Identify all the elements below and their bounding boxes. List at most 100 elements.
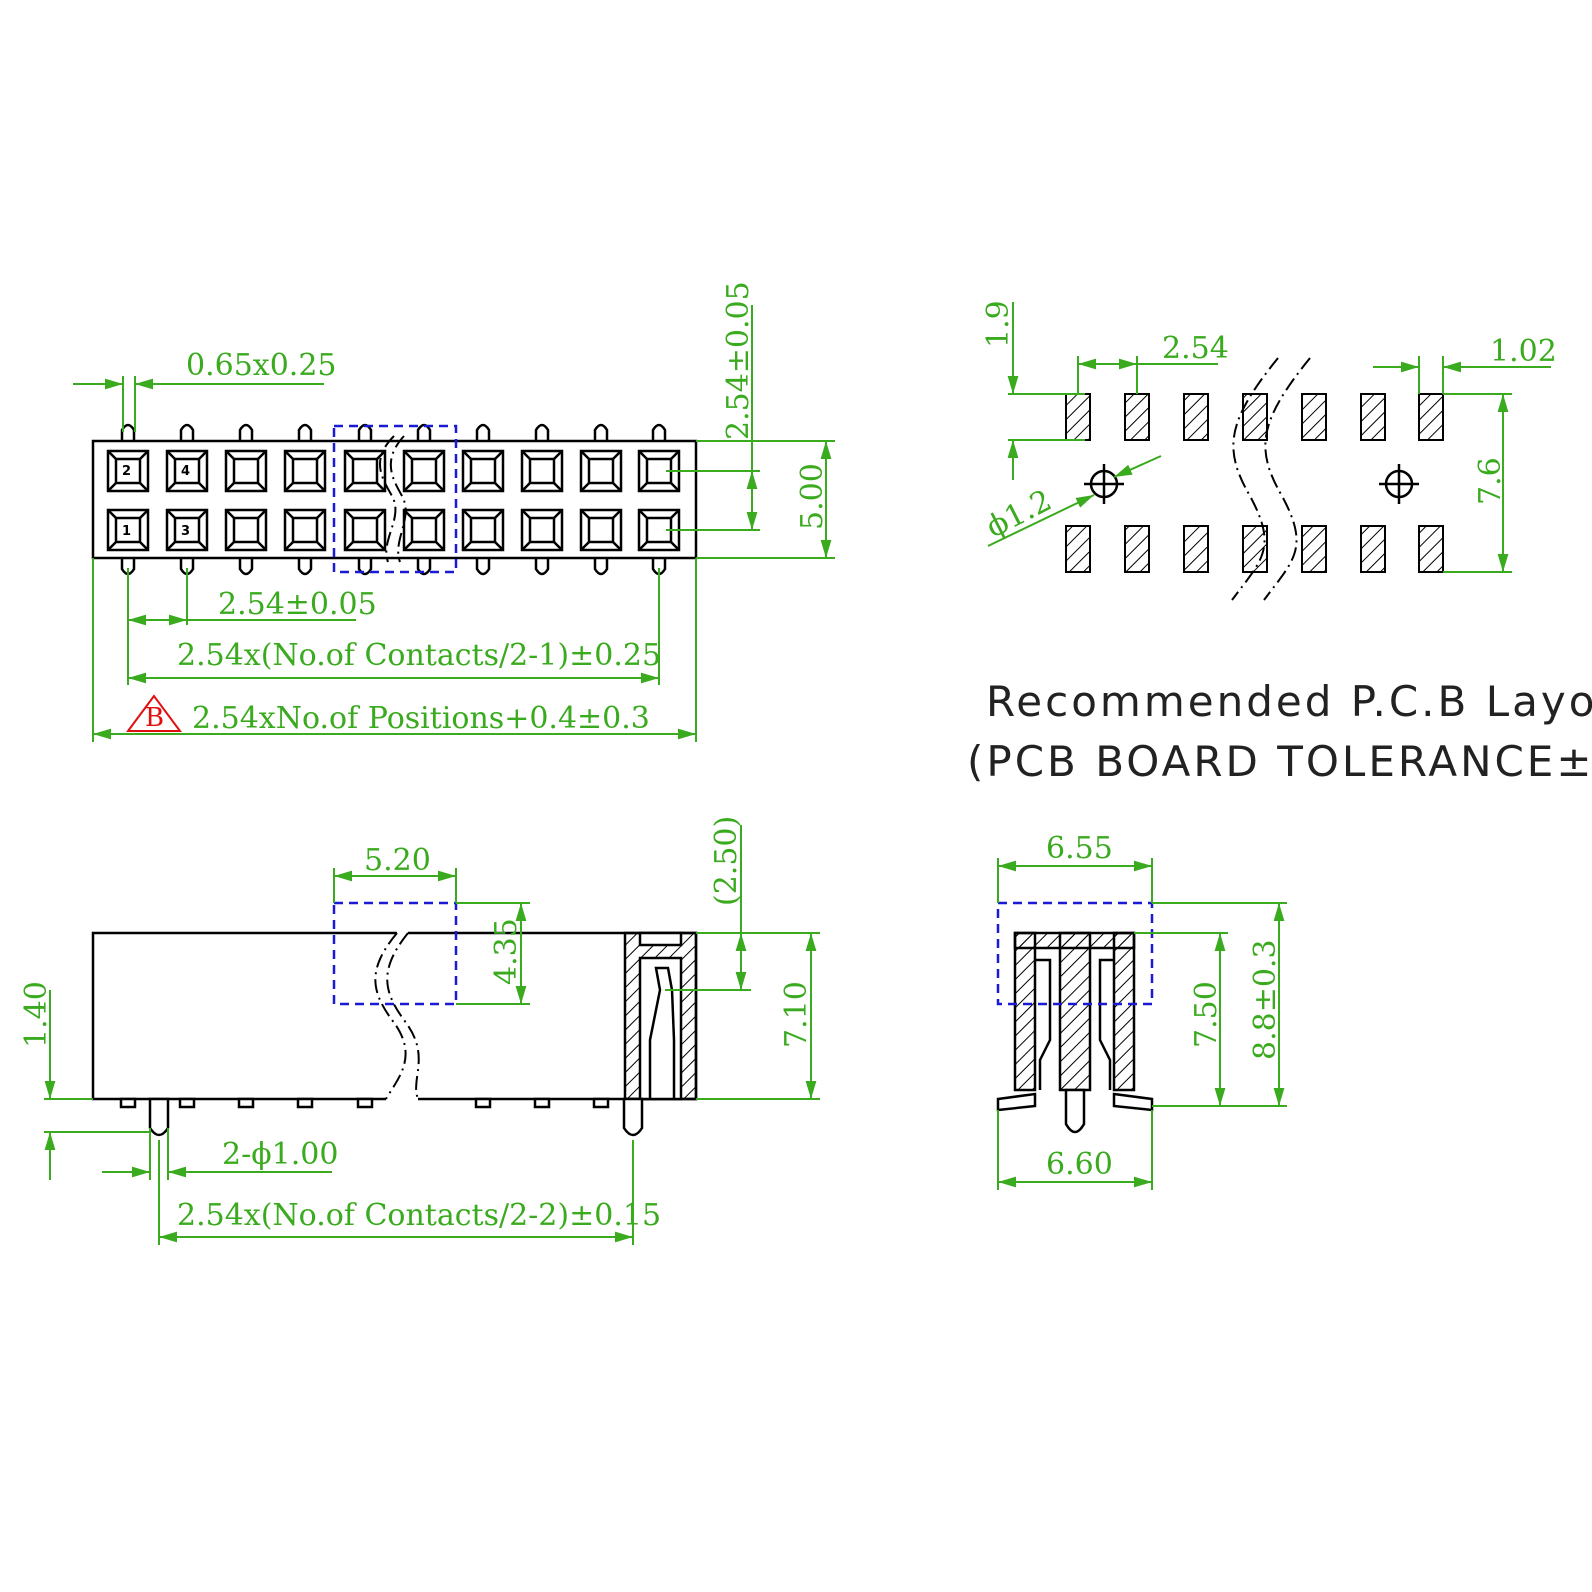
- contact-cell-chamfer: [166, 450, 208, 492]
- contact-cell-chamfer: [638, 509, 680, 551]
- contact-cell: [224, 508, 268, 552]
- contact-cell-chamfer: [521, 450, 563, 492]
- dim-row-pitch: 2.54±0.05: [721, 281, 756, 440]
- pcb-pad: [1183, 393, 1209, 441]
- contact-cell-inner: [232, 457, 260, 485]
- contact-cell-inner: [173, 516, 201, 544]
- pcb-caption-tolerance: (PCB BOARD TOLERANCE±0.1): [967, 737, 1592, 786]
- solder-tail: [119, 1097, 137, 1109]
- solder-tail: [474, 1097, 492, 1109]
- dim-pcb-pitch: 2.54: [1162, 331, 1229, 366]
- pcb-break-line-1: [1231, 357, 1279, 601]
- pcb-pad: [1301, 393, 1327, 441]
- contact-cell-chamfer: [166, 509, 208, 551]
- contact-cell: [283, 508, 327, 552]
- side-view: 6.55 7.50 8.8±0.3 6.60: [996, 831, 1287, 1190]
- pcb-pad: [1065, 393, 1091, 441]
- contact-cell-inner: [232, 516, 260, 544]
- dim-side-foot-width: 6.60: [1046, 1147, 1113, 1182]
- contact-cell-chamfer: [462, 450, 504, 492]
- contact-cell: [402, 449, 446, 493]
- break-line-top-2: [389, 435, 407, 563]
- pin-tail-lower: [593, 558, 609, 576]
- dim-body-height: 7.10: [779, 981, 814, 1048]
- contact-cell-inner: [469, 516, 497, 544]
- solder-tail: [178, 1097, 196, 1109]
- contact-spring: [648, 966, 676, 1099]
- contact-cell-inner: [173, 457, 201, 485]
- hidden-slot-side: [996, 901, 1154, 1006]
- pin-number-3: 3: [181, 524, 190, 539]
- pin-tail-lower: [475, 558, 491, 576]
- solder-tail: [237, 1097, 255, 1109]
- dim-pad-length: 1.9: [981, 300, 1016, 348]
- dim-pitch: 2.54±0.05: [218, 587, 377, 622]
- contact-cell-chamfer: [403, 509, 445, 551]
- pcb-pad: [1418, 393, 1444, 441]
- contact-cell-inner: [351, 516, 379, 544]
- dim-pin-span: 2.54x(No.of Contacts/2-1)±0.25: [177, 638, 661, 673]
- contact-cell-inner: [469, 457, 497, 485]
- side-housing-top: [1013, 931, 1136, 950]
- front-break-line-2: [386, 932, 420, 1100]
- contact-cell-inner: [351, 457, 379, 485]
- contact-cell-chamfer: [225, 509, 267, 551]
- pin-tail-upper: [416, 423, 432, 441]
- pcb-pad: [1360, 393, 1386, 441]
- pin-tail-upper: [534, 423, 550, 441]
- contact-cell-chamfer: [107, 509, 149, 551]
- pin-tail-lower: [297, 558, 313, 576]
- contact-cell-chamfer: [225, 450, 267, 492]
- pin-tail-upper: [651, 423, 667, 441]
- contact-cell-chamfer: [107, 450, 149, 492]
- dim-standoff: 1.40: [19, 981, 54, 1048]
- top-pins-lower: [120, 558, 667, 576]
- top-view: 2 4 1 3 0.65x0.25 2.54±0.05 5.00 2.54±0.…: [73, 281, 835, 742]
- peg-left: [148, 1097, 170, 1137]
- pcb-caption-title: Recommended P.C.B Layout: [986, 677, 1592, 726]
- pcb-pad: [1065, 525, 1091, 573]
- contact-cell: [165, 508, 209, 552]
- contact-cell: [283, 449, 327, 493]
- contact-cell-inner: [114, 516, 142, 544]
- revision-mark: B: [145, 703, 164, 733]
- solder-tail: [533, 1097, 551, 1109]
- solder-tail: [356, 1097, 374, 1109]
- contact-cell-chamfer: [344, 509, 386, 551]
- pin-tail-upper: [357, 423, 373, 441]
- dim-side-total-height: 8.8±0.3: [1248, 939, 1283, 1060]
- contact-cell-chamfer: [580, 509, 622, 551]
- front-break-line-1: [374, 932, 407, 1100]
- contact-cell-chamfer: [521, 509, 563, 551]
- contact-cell-inner: [291, 516, 319, 544]
- pin-tail-upper: [593, 423, 609, 441]
- dim-side-top-width: 6.55: [1046, 831, 1113, 866]
- contact-cell: [343, 508, 387, 552]
- pin-tail-lower: [416, 558, 432, 576]
- side-foot-left: [996, 1092, 1037, 1112]
- contact-cell-chamfer: [462, 509, 504, 551]
- side-contact-right: [1098, 958, 1114, 1090]
- pcb-hole-right: [1379, 464, 1419, 504]
- contact-cell-inner: [291, 457, 319, 485]
- contact-cell-chamfer: [284, 509, 326, 551]
- top-pins-upper: [120, 423, 667, 441]
- dim-hole-diameter: ϕ1.2: [981, 483, 1058, 545]
- break-line-top: [379, 435, 397, 563]
- contact-cell-chamfer: [638, 450, 680, 492]
- solder-tail: [592, 1097, 610, 1109]
- solder-tails: [119, 1097, 610, 1109]
- pcb-break-line-2: [1263, 357, 1311, 601]
- contact-cell-inner: [528, 457, 556, 485]
- hidden-slot-front: [332, 901, 458, 1006]
- contact-cell-inner: [587, 457, 615, 485]
- contact-cell: [461, 508, 505, 552]
- contact-cell-inner: [114, 457, 142, 485]
- pcb-pad: [1183, 525, 1209, 573]
- dim-entry-depth: (2.50): [709, 816, 744, 906]
- contact-cell-inner: [587, 516, 615, 544]
- pin-number-1: 1: [122, 524, 131, 539]
- pin-tail-lower: [534, 558, 550, 576]
- contact-cell: [579, 449, 623, 493]
- dim-pcb-row-span: 7.6: [1473, 457, 1508, 505]
